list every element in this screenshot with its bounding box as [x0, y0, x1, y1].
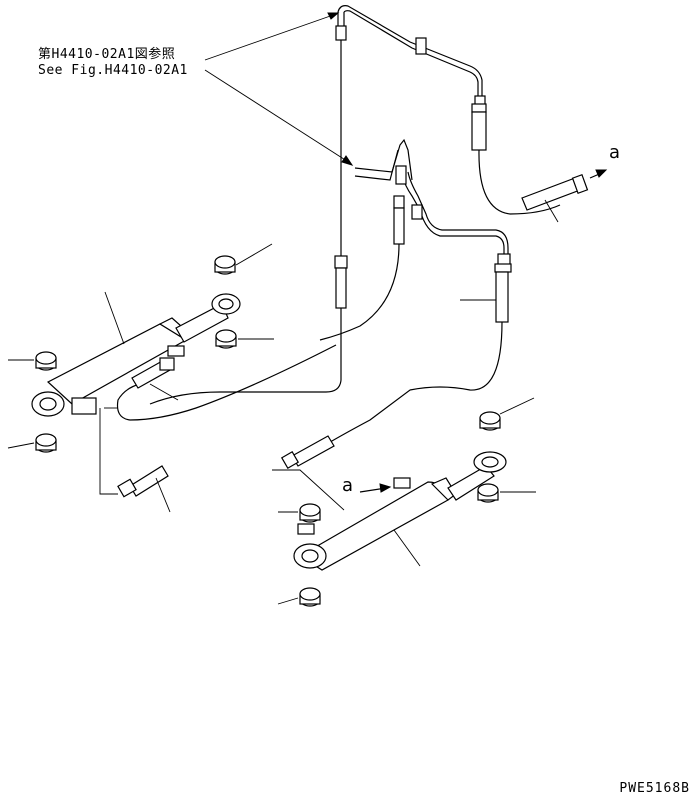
connection-label-upper: a [609, 142, 621, 163]
left-hydraulic-cylinder [31, 291, 241, 417]
lower-connection-arrow [359, 483, 392, 493]
reference-note-english: See Fig.H4410-02A1 [38, 63, 188, 78]
reference-leader-lines [204, 12, 354, 166]
connection-label-lower: a [342, 475, 354, 496]
upper-steel-tube [335, 5, 487, 256]
drawing-number: PWE5168B [619, 781, 690, 796]
upper-right-hose [471, 111, 608, 223]
lower-steel-tube [354, 138, 512, 273]
right-cylinder-bushings [277, 397, 536, 607]
reference-note-japanese: 第H4410-02A1図参照 [38, 47, 176, 62]
left-lower-fitting [99, 407, 171, 513]
left-vertical-hoses [116, 195, 405, 421]
left-cylinder-bushings [7, 243, 274, 453]
right-long-hose [272, 271, 509, 511]
right-hydraulic-cylinder [293, 451, 507, 571]
